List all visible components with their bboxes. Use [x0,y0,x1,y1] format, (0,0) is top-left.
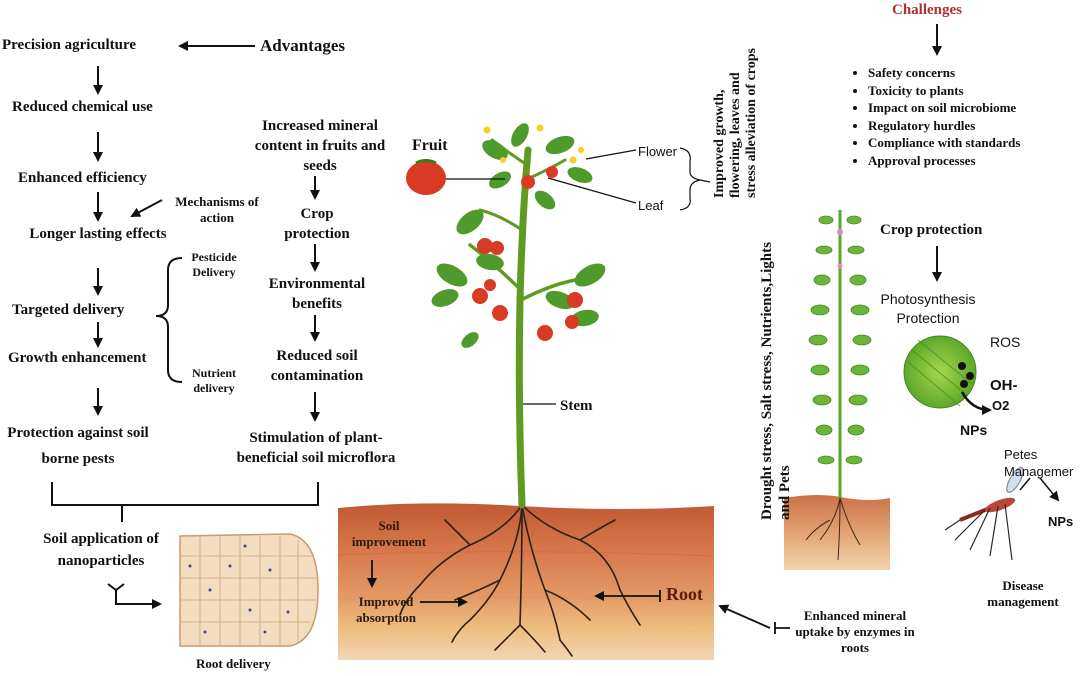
soil-cross-section [337,503,715,660]
fruit-label: Fruit [412,137,448,154]
flowers [483,124,584,164]
pest-arrows [1019,477,1060,502]
root-delivery-label: Root delivery [196,656,271,671]
mid-step-environmental-benefits: Environmental benefits [268,276,366,312]
stress-vertical-label: Drought stress, Salt stress, Nutrients,L… [759,242,793,520]
mid-step-increased-mineral: Increased mineral content in fruits and … [254,118,386,174]
advantages-label: Advantages [260,36,346,55]
challenge-item: Impact on soil microbiome [868,99,1020,117]
step-longer-lasting-effects: Longer lasting effects [29,226,167,242]
left-flow-arrows [51,41,319,609]
leaf-label: Leaf [638,198,664,213]
mid-step-stimulation-microflora: Stimulation of plant-beneficial soil mic… [236,430,396,466]
step-precision-agriculture: Precision agriculture [2,37,137,53]
flower-label: Flower [638,144,678,159]
step-targeted-delivery: Targeted delivery [12,302,125,318]
improved-absorption-label: Improved absorption [356,594,416,625]
tomato-fruits [472,166,583,341]
disease-management-label: Disease management [987,578,1059,609]
fruit-illustration [406,159,446,195]
o2-label: O2 [992,398,1010,413]
mechanisms-of-action-label: Mechanisms of action [175,194,259,225]
mid-step-crop-protection: Crop protection [284,206,350,242]
step-enhanced-efficiency: Enhanced efficiency [18,170,147,186]
soil-improvement-label: Soil improvement [351,518,427,549]
step-protection-against-pests: Protection against soil borne pests [7,425,149,467]
challenges-list: Safety concerns Toxicity to plants Impac… [852,64,1020,170]
nutrient-delivery-label: Nutrient delivery [192,366,236,395]
pest-management-label: Petes Managemer [1004,447,1074,479]
enhanced-mineral-label: Enhanced mineral uptake by enzymes in ro… [795,608,915,655]
improved-growth-vertical-label: Improved growth, flowering, leaves and s… [712,48,759,198]
root-label: Root [666,584,703,604]
plant-leaves [431,123,606,348]
pesticide-delivery-label: Pesticide Delivery [191,250,237,279]
ros-label: ROS [990,334,1021,350]
soil-arrows [367,560,790,634]
mid-step-reduced-contamination: Reduced soil contamination [270,348,364,384]
nps-label-2: NPs [1048,514,1074,529]
nps-label-1: NPs [960,422,988,438]
step-growth-enhancement: Growth enhancement [8,350,147,366]
challenge-item: Compliance with standards [868,134,1020,152]
oh-label: OH- [990,377,1018,394]
roots [399,504,641,657]
soil-application-label: Soil application of nanoparticles [43,531,159,569]
step-reduced-chemical-use: Reduced chemical use [12,99,153,115]
root-cells-illustration [179,533,319,647]
challenge-item: Approval processes [868,152,1020,170]
plant-label-lines [446,147,711,405]
leaf-cell-circle [903,335,992,415]
stem-label: Stem [560,398,593,414]
crop-protection-label: Crop protection [880,222,983,238]
photosynthesis-protection-label: Photosynthesis Protection [880,291,976,326]
challenge-item: Toxicity to plants [868,82,1020,100]
right-panel-plant [784,210,890,570]
tomato-plant [468,138,577,509]
mosquito-illustration [944,467,1024,561]
challenge-item: Regulatory hurdles [868,117,1020,135]
challenges-title: Challenges [892,2,963,18]
challenge-item: Safety concerns [868,64,1020,82]
